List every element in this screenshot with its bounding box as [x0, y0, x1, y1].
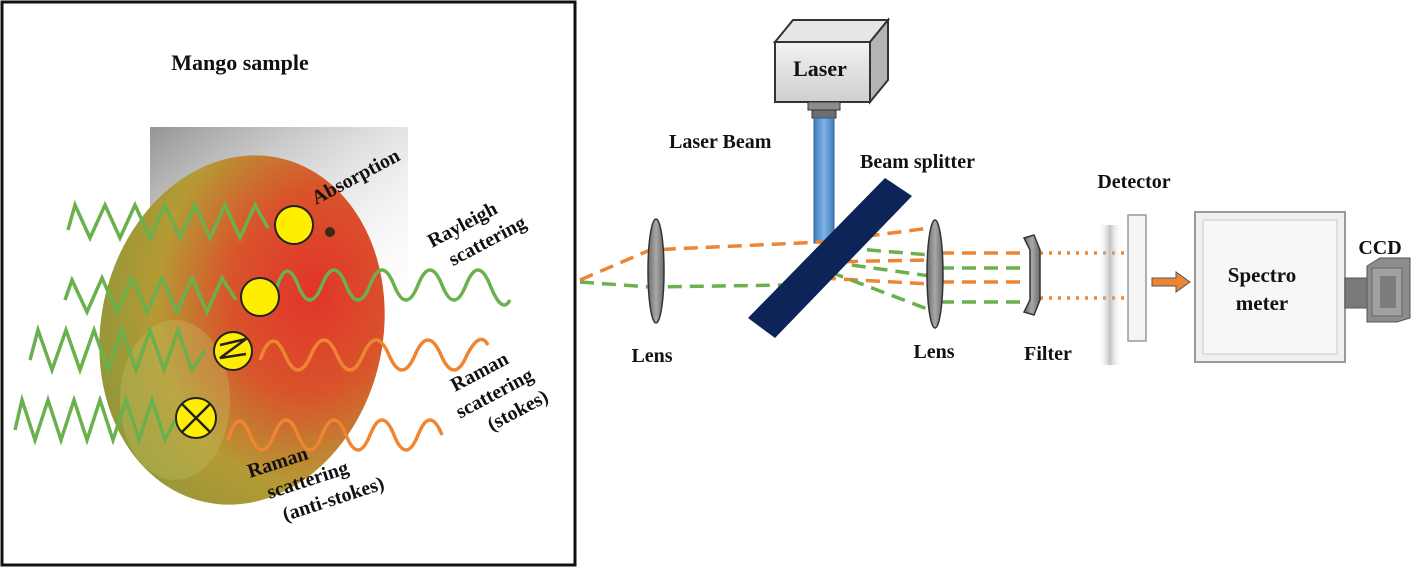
stokes-molecule: [213, 331, 253, 371]
detector: [1127, 214, 1147, 342]
incident-wave-4: [13, 393, 177, 446]
signal-arrow: [1151, 271, 1191, 293]
mango-panel: Mango sample Absorption Rayleigh sca: [0, 0, 577, 567]
spectrometer-label-line2: meter: [1236, 291, 1288, 315]
anti-stokes-molecule: [175, 397, 217, 439]
mango-stem: [325, 227, 335, 237]
filter: [1022, 234, 1041, 316]
optical-setup: Laser Laser Beam: [579, 17, 1411, 367]
detector-glow: [1098, 225, 1122, 365]
rayleigh-scattered-wave: [274, 268, 512, 307]
incident-wave-2: [63, 273, 238, 317]
mango-highlight: [120, 320, 230, 480]
panel-title: Mango sample: [171, 50, 309, 75]
laser-label: Laser: [793, 56, 847, 81]
detector-label: Detector: [1097, 171, 1170, 193]
beam-splitter-label: Beam splitter: [860, 151, 975, 173]
laser-beam-label: Laser Beam: [669, 131, 772, 153]
incident-wave-1: [66, 199, 270, 243]
lens-left-label: Lens: [631, 345, 672, 367]
spectrometer-label-line1: Spectro: [1228, 263, 1296, 287]
ccd-camera: CCD: [1344, 237, 1411, 323]
lens-right-label: Lens: [913, 341, 954, 363]
laser-beam: [813, 117, 835, 244]
filter-label: Filter: [1024, 343, 1072, 365]
spectrometer: Spectro meter: [1194, 211, 1346, 363]
beam-splitter: [748, 178, 912, 338]
stokes-wave: [258, 337, 490, 372]
mango-image: [99, 155, 385, 505]
rayleigh-molecule: [240, 277, 280, 317]
absorption-molecule: [274, 205, 314, 245]
lens-right: [926, 219, 944, 329]
anti-stokes-wave: [226, 418, 444, 452]
lens-left: [647, 218, 665, 324]
ccd-label: CCD: [1358, 237, 1401, 259]
laser-source: Laser: [772, 17, 891, 119]
incident-wave-3: [28, 324, 207, 376]
